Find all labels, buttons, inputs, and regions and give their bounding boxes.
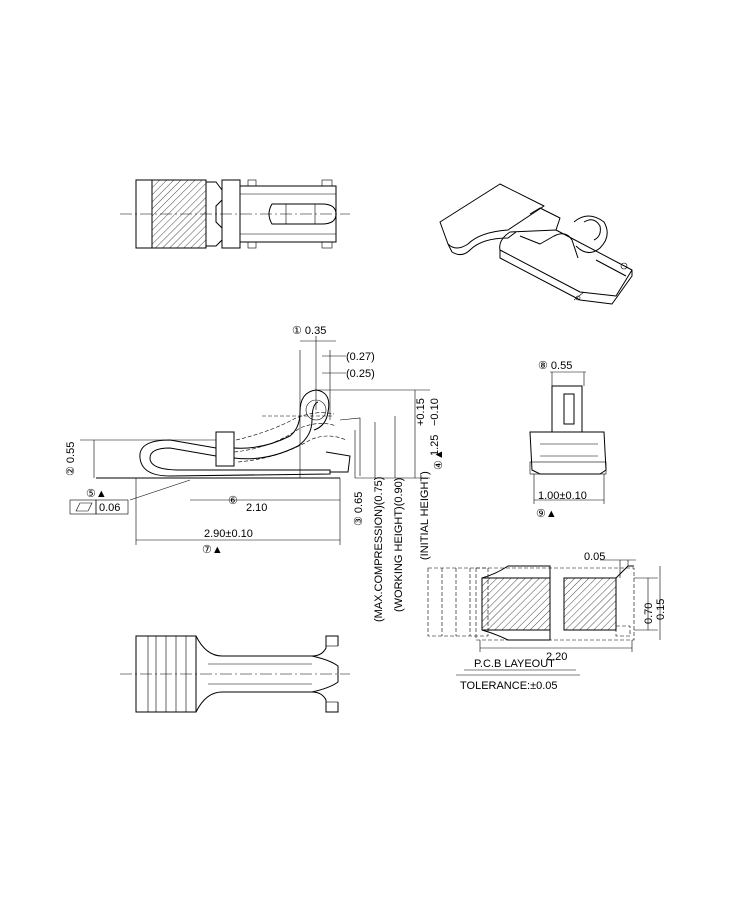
pcb-tolerance: TOLERANCE:±0.05 bbox=[460, 680, 558, 692]
pcb-layout bbox=[427, 559, 661, 676]
pcb-title: P.C.B LAYEOUT bbox=[474, 658, 555, 670]
isometric-view bbox=[439, 183, 633, 305]
flatness-tolerance: 0.06 bbox=[99, 502, 120, 514]
dim-8: ⑧ 0.55 bbox=[538, 360, 572, 372]
side-view-dimensions bbox=[69, 340, 430, 541]
dim-4-marker: ④▲ bbox=[433, 449, 445, 470]
pcb-dim-005: 0.05 bbox=[584, 551, 605, 563]
initial-height: (INITIAL HEIGHT) bbox=[419, 471, 431, 560]
dim-3: ③ 0.65 bbox=[353, 492, 365, 526]
max-compression: (MAX.COMPRESSION)(0.75) bbox=[373, 477, 385, 622]
top-view bbox=[120, 179, 350, 249]
dim-6-marker: ⑥ bbox=[228, 495, 238, 507]
dim-2: ② 0.55 bbox=[65, 442, 77, 476]
dim-4-tol-minus: −0.10 bbox=[429, 398, 441, 426]
dim-5-marker: ⑤▲ bbox=[86, 488, 107, 500]
dim-7-value: 2.90±0.10 bbox=[204, 528, 253, 540]
dim-4-value: 1.25 bbox=[429, 435, 441, 456]
pcb-dim-070: 0.70 bbox=[643, 603, 655, 624]
dim-025: (0.25) bbox=[346, 368, 375, 380]
bottom-view bbox=[120, 635, 350, 713]
dim-1: ① 0.35 bbox=[292, 325, 326, 337]
side-view bbox=[96, 336, 361, 545]
flatness-symbol-box bbox=[69, 499, 97, 515]
dim-4-tol-plus: +0.15 bbox=[415, 398, 427, 426]
dim-027: (0.27) bbox=[346, 351, 375, 363]
dim-6-value: 2.10 bbox=[246, 502, 267, 514]
dim-9-value: 1.00±0.10 bbox=[538, 490, 587, 502]
dim-7-marker: ⑦▲ bbox=[202, 544, 223, 556]
working-height: (WORKING HEIGHT)(0.90) bbox=[393, 478, 405, 612]
end-view bbox=[529, 371, 607, 504]
pcb-dim-015: 0.15 bbox=[655, 599, 667, 620]
pcb-dim-220: 2.20 bbox=[546, 651, 567, 663]
dim-9-marker: ⑨▲ bbox=[536, 508, 557, 520]
